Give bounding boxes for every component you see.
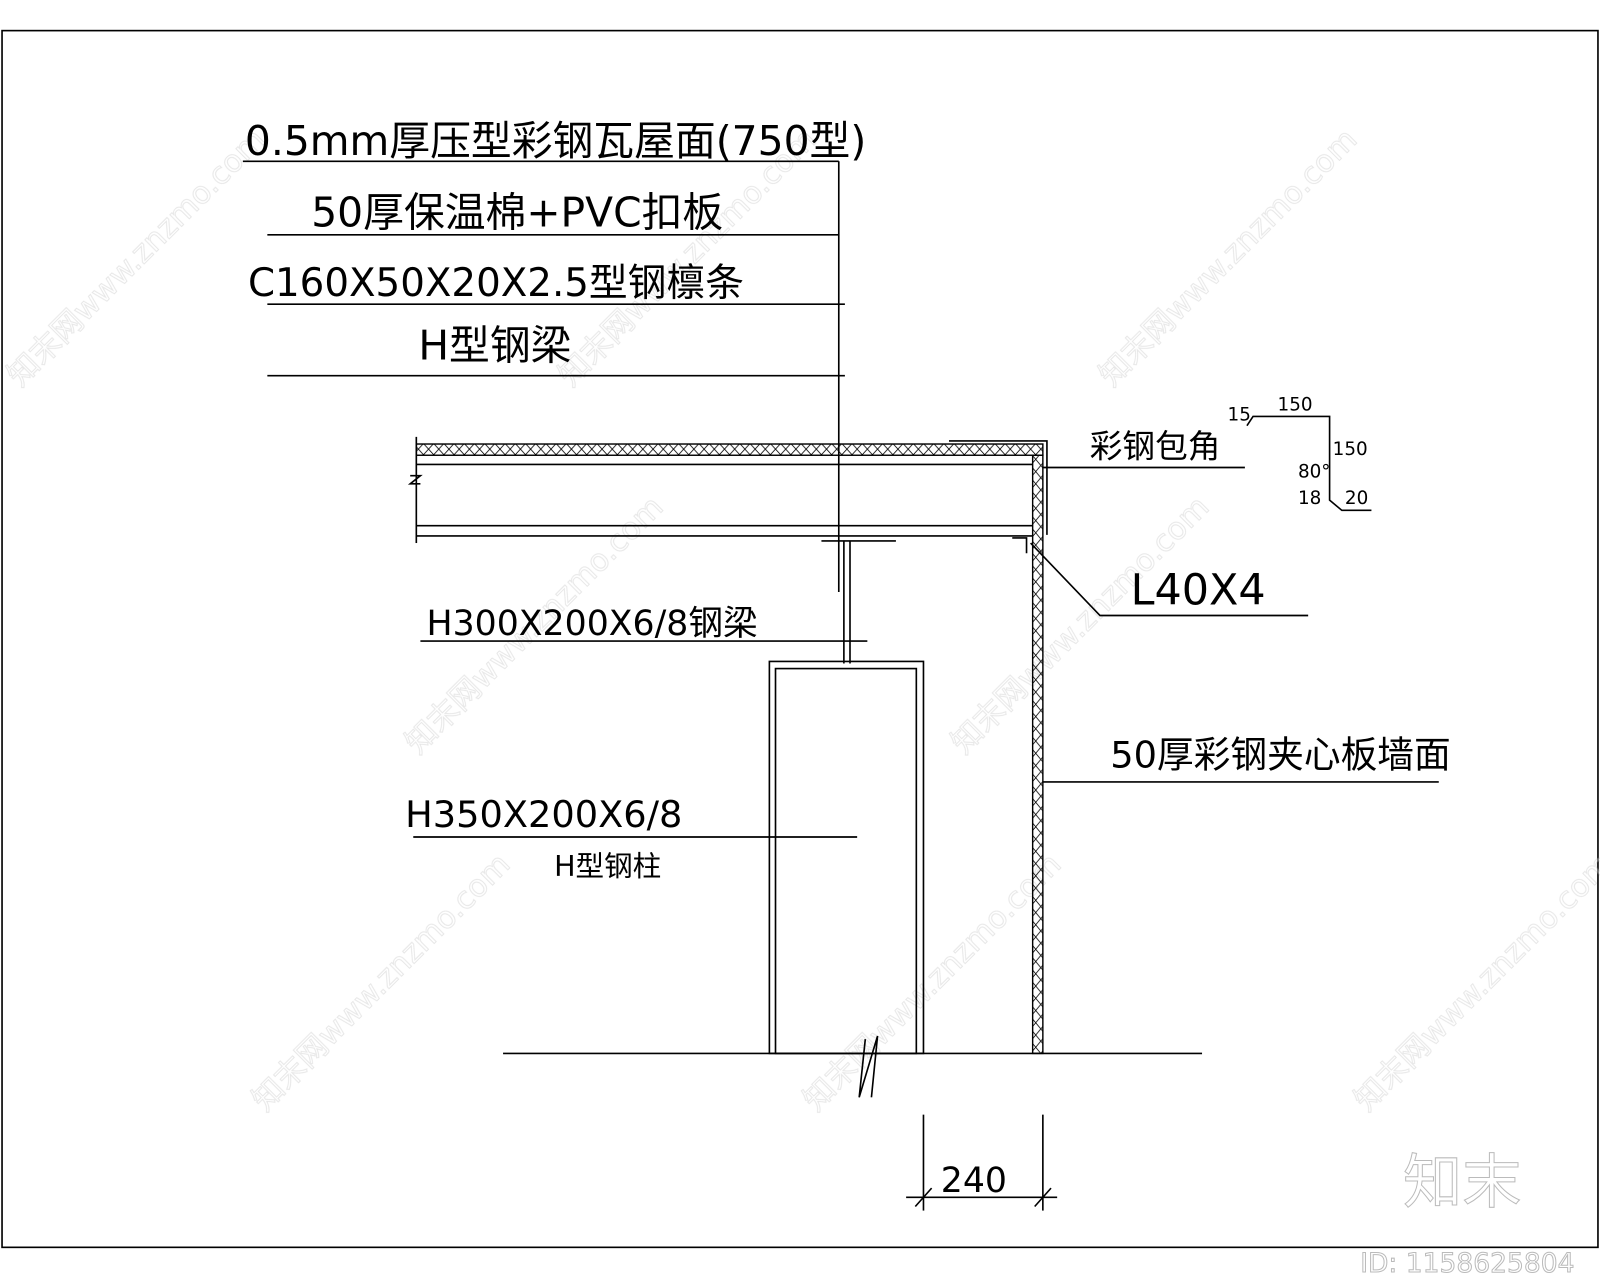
svg-text:80°: 80° [1298,462,1331,483]
watermark-id: ID: 1158625804 [1360,1248,1574,1279]
dimension-240: 240 [906,1114,1058,1211]
break-symbol [858,1035,879,1098]
svg-text:15: 15 [1228,405,1251,426]
svg-text:知末网www.znzmo.com: 知末网www.znzmo.com [945,490,1216,761]
svg-text:知末网www.znzmo.com: 知末网www.znzmo.com [1093,122,1364,393]
label-column-spec: H350X200X6/8 [405,793,682,836]
label-corner-flashing: 彩钢包角 [1090,427,1221,465]
svg-text:18: 18 [1298,488,1321,509]
svg-text:知末网www.znzmo.com: 知末网www.znzmo.com [246,847,517,1118]
svg-text:240: 240 [941,1161,1007,1201]
flashing-detail: 15 150 150 80° 18 20 [1228,394,1372,512]
label-purlin: C160X50X20X2.5型钢檩条 [248,261,744,306]
drawing-frame [1,29,1599,1249]
corner-flashing [948,440,1048,535]
watermark-brand: 知末 [1403,1147,1521,1216]
svg-text:知末网www.znzmo.com: 知末网www.znzmo.com [797,847,1068,1118]
svg-text:知末网www.znzmo.com: 知末网www.znzmo.com [1348,847,1600,1118]
label-angle: L40X4 [1131,565,1266,615]
label-column-name: H型钢柱 [554,849,661,883]
wall-panel [1031,454,1044,1055]
roof-section [407,436,1044,544]
label-roof-sheet: 0.5mm厚压型彩钢瓦屋面(750型) [245,117,866,165]
svg-text:知末网www.znzmo.com: 知末网www.znzmo.com [1,122,272,393]
angle-steel [1012,537,1028,554]
svg-text:20: 20 [1345,488,1368,509]
label-beam-spec: H300X200X6/8钢梁 [427,604,758,644]
svg-text:150: 150 [1278,394,1313,415]
label-wall: 50厚彩钢夹心板墙面 [1110,734,1451,777]
label-insulation: 50厚保温棉+PVC扣板 [311,189,723,237]
label-h-beam: H型钢梁 [418,321,571,369]
svg-text:150: 150 [1333,439,1368,460]
watermark-pattern: 知末网www.znzmo.com 知末网www.znzmo.com 知末网www… [1,122,1600,1119]
